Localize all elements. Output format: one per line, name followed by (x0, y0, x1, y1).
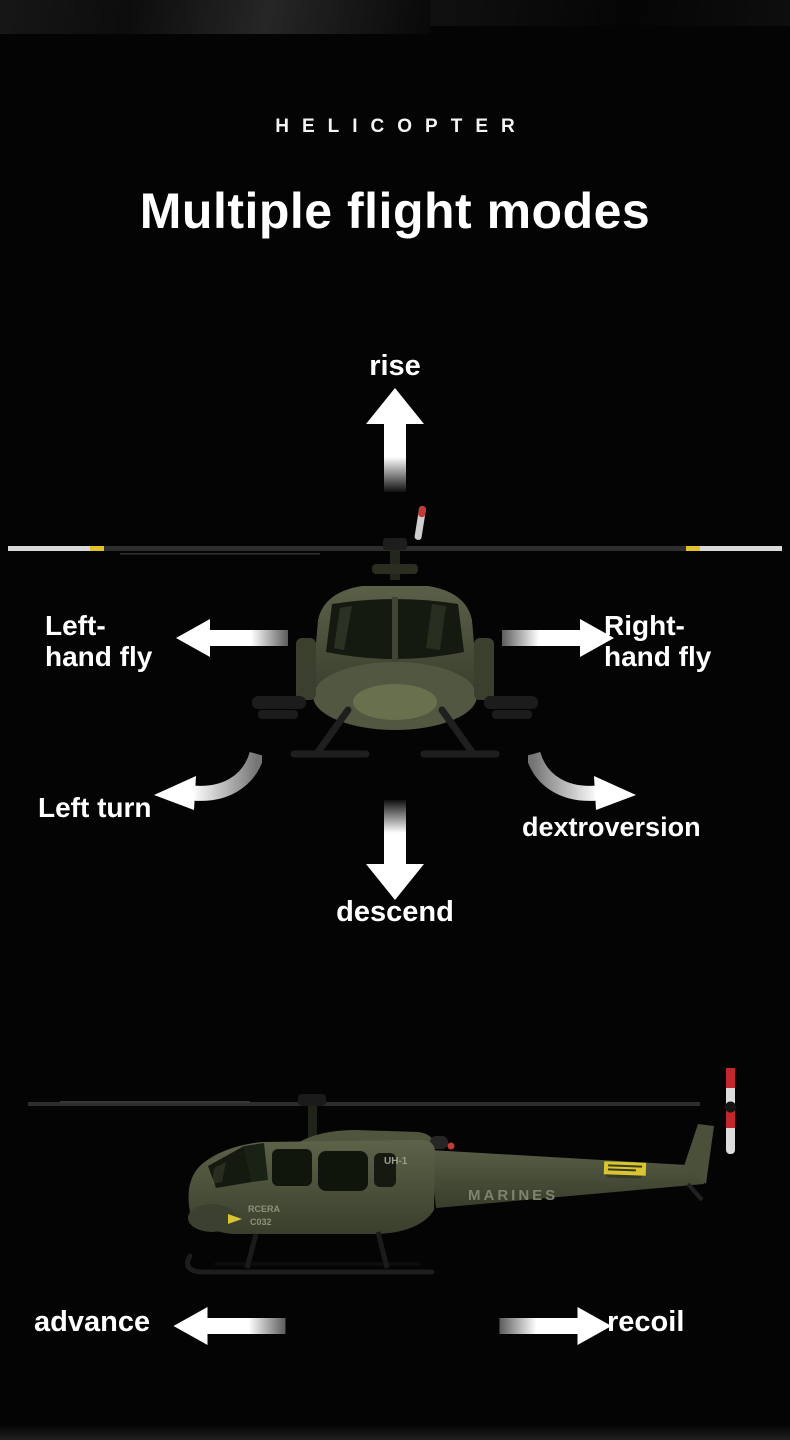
weapon-pods (252, 696, 538, 719)
label-right-hand-fly-line2: hand fly (604, 641, 712, 672)
label-recoil: recoil (607, 1306, 685, 1338)
label-left-hand-fly-line1: Left- (45, 610, 106, 641)
label-right-hand-fly: Right- hand fly (604, 610, 711, 672)
cockpit-windows (208, 1143, 396, 1191)
label-advance: advance (34, 1306, 151, 1338)
label-left-hand-fly-line2: hand fly (45, 641, 153, 672)
left-turn-curved-arrow-icon (154, 751, 262, 810)
background-texture-top-right (430, 0, 790, 26)
tail-fin (684, 1124, 714, 1184)
background-texture-bottom (0, 1426, 790, 1440)
left-hand-fly-arrow-icon (176, 619, 288, 657)
yellow-decal (228, 1214, 242, 1224)
label-dextroversion: dextroversion (522, 812, 701, 842)
landing-skids-side (185, 1231, 435, 1275)
label-rise: rise (369, 350, 421, 382)
tail-rotor (725, 1068, 736, 1154)
label-left-hand-fly: Left- hand fly (45, 610, 152, 672)
main-rotor-blade-side (28, 1102, 700, 1106)
uh1-marking: UH-1 (384, 1156, 408, 1167)
beacon-light (447, 1142, 455, 1150)
helicopter-front-view-image (8, 506, 782, 758)
dextroversion-curved-arrow-icon (528, 751, 636, 810)
label-left-turn: Left turn (38, 792, 152, 823)
label-descend: descend (336, 896, 454, 928)
right-hand-fly-arrow-icon (502, 619, 614, 657)
brand-marking: RCERA (248, 1204, 281, 1214)
brand-heading: HELICOPTER (275, 116, 528, 137)
marines-marking: MARINES (468, 1187, 558, 1204)
recoil-right-arrow-icon (499, 1307, 612, 1345)
model-code-marking: C032 (250, 1217, 272, 1227)
rise-up-arrow-icon (366, 388, 424, 492)
descend-down-arrow-icon (366, 800, 424, 900)
landing-skids (290, 706, 500, 758)
warning-stripe (603, 1161, 647, 1176)
advance-left-arrow-icon (173, 1307, 286, 1345)
helicopter-side-view-image: UH-1 MARINES RCERA C032 (28, 1068, 736, 1275)
page-title: Multiple flight modes (139, 183, 651, 239)
background-texture-top-left (0, 0, 430, 34)
label-right-hand-fly-line1: Right- (604, 610, 685, 641)
upper-rotor-blade (414, 506, 426, 540)
